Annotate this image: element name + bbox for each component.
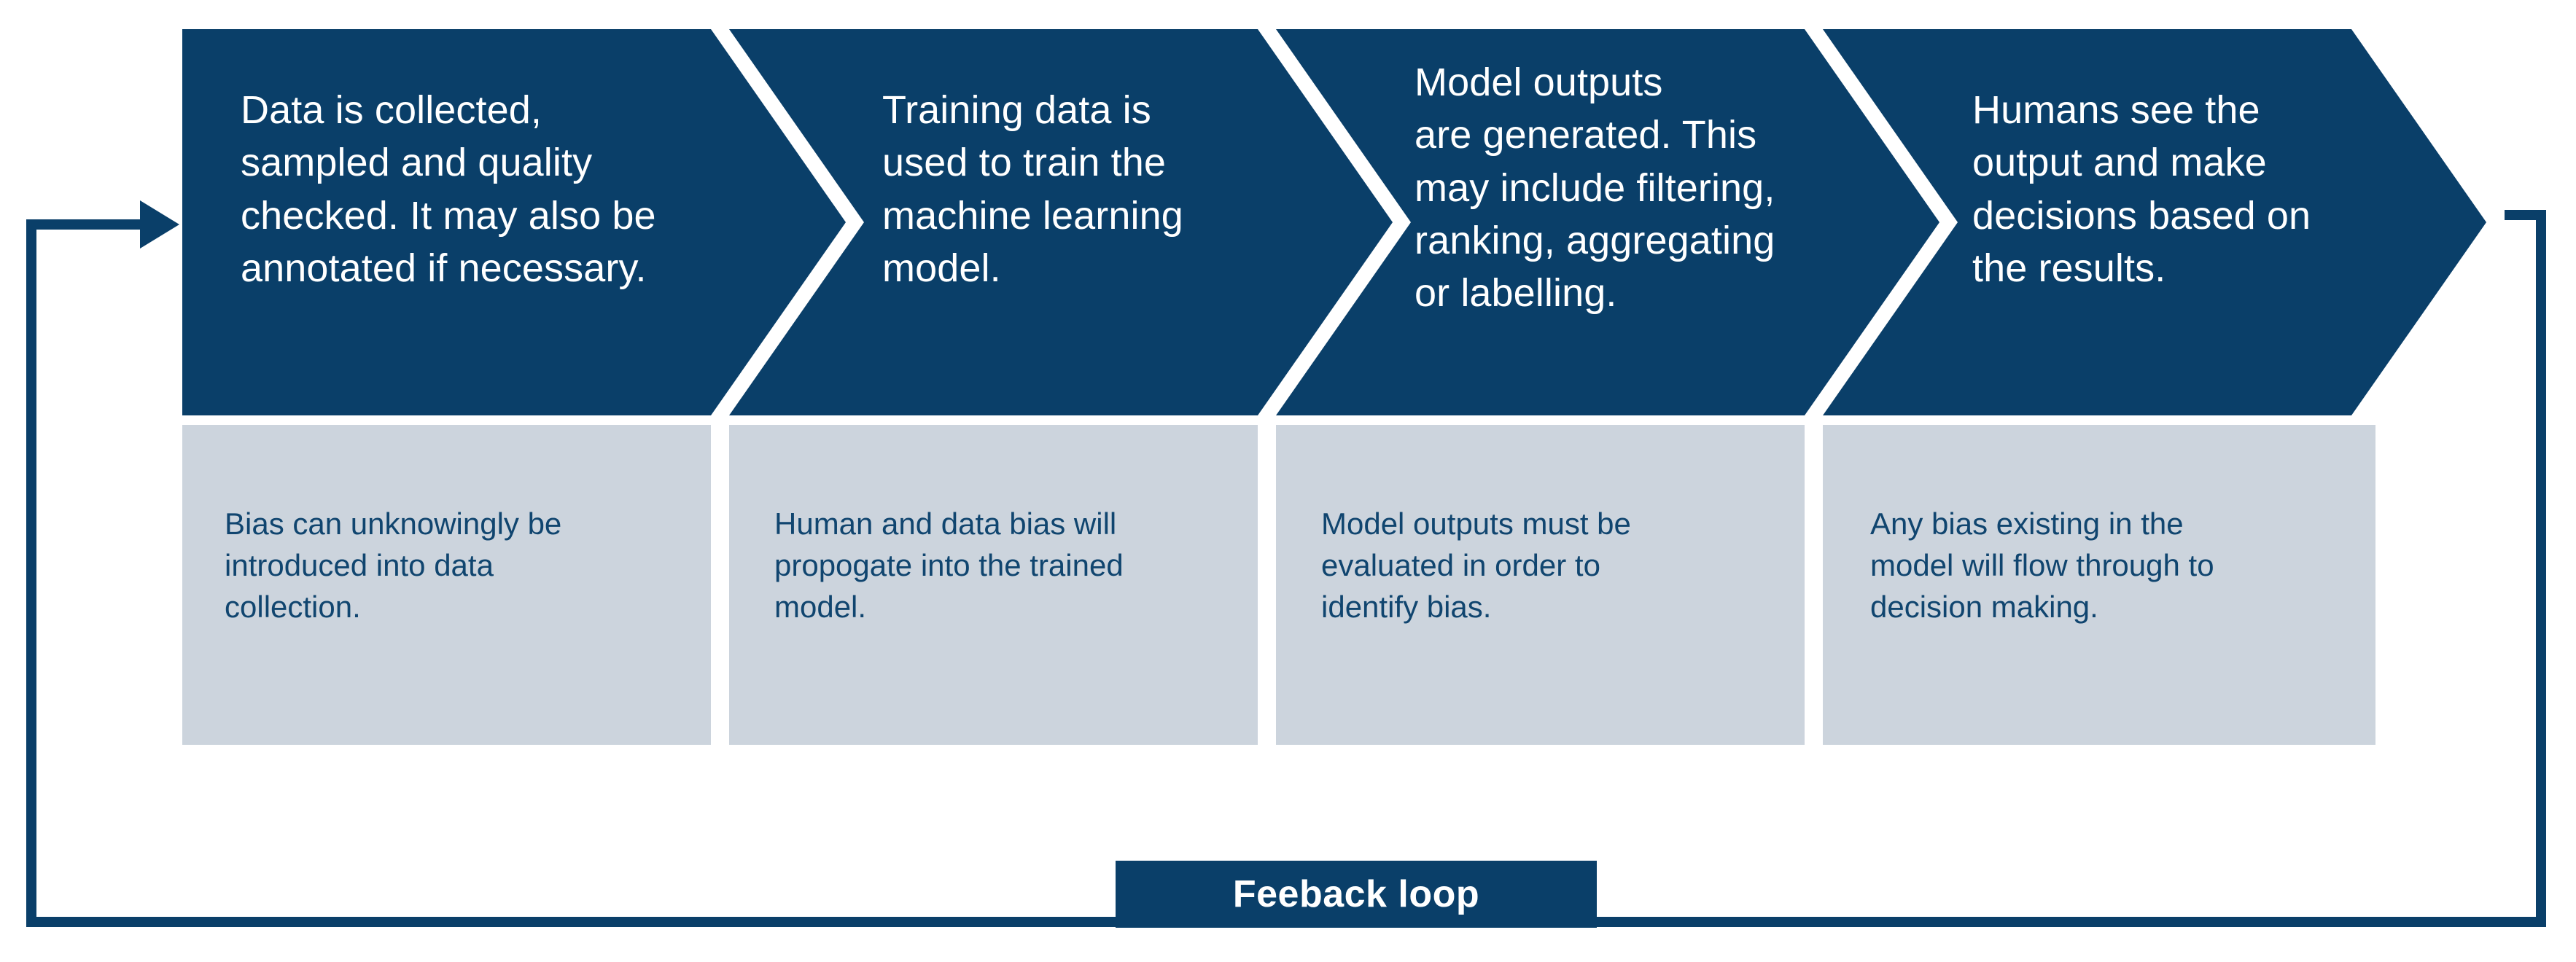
chevron-stage-4 [1823,29,2486,415]
stage-4-headline: Humans see the output and make decisions… [1972,88,2311,291]
feedback-loop-label: Feeback loop [1232,873,1480,915]
stage-4-note: Any bias existing in the model will flow… [1870,507,2214,625]
note-panel-2 [729,425,1258,745]
arrow-right-icon [140,200,179,249]
stage-2-note: Human and data bias will propogate into … [774,507,1124,625]
stage-3-headline: Model outputs are generated. This may in… [1415,60,1775,316]
chevron-stage-3 [1276,29,1939,415]
stage-3-note: Model outputs must be evaluated in order… [1321,507,1631,625]
note-panel-4 [1823,425,2375,745]
stage-1-note: Bias can unknowingly be introduced into … [225,507,562,625]
stage-2-headline: Training data is used to train the machi… [882,88,1183,291]
note-panel-1 [182,425,711,745]
chevron-stage-2 [729,29,1393,415]
chevron-stage-1 [182,29,846,415]
stage-1-headline: Data is collected, sampled and quality c… [241,88,656,291]
note-panel-3 [1276,425,1805,745]
feedback-loop-label-box: Feeback loop [1116,861,1597,928]
